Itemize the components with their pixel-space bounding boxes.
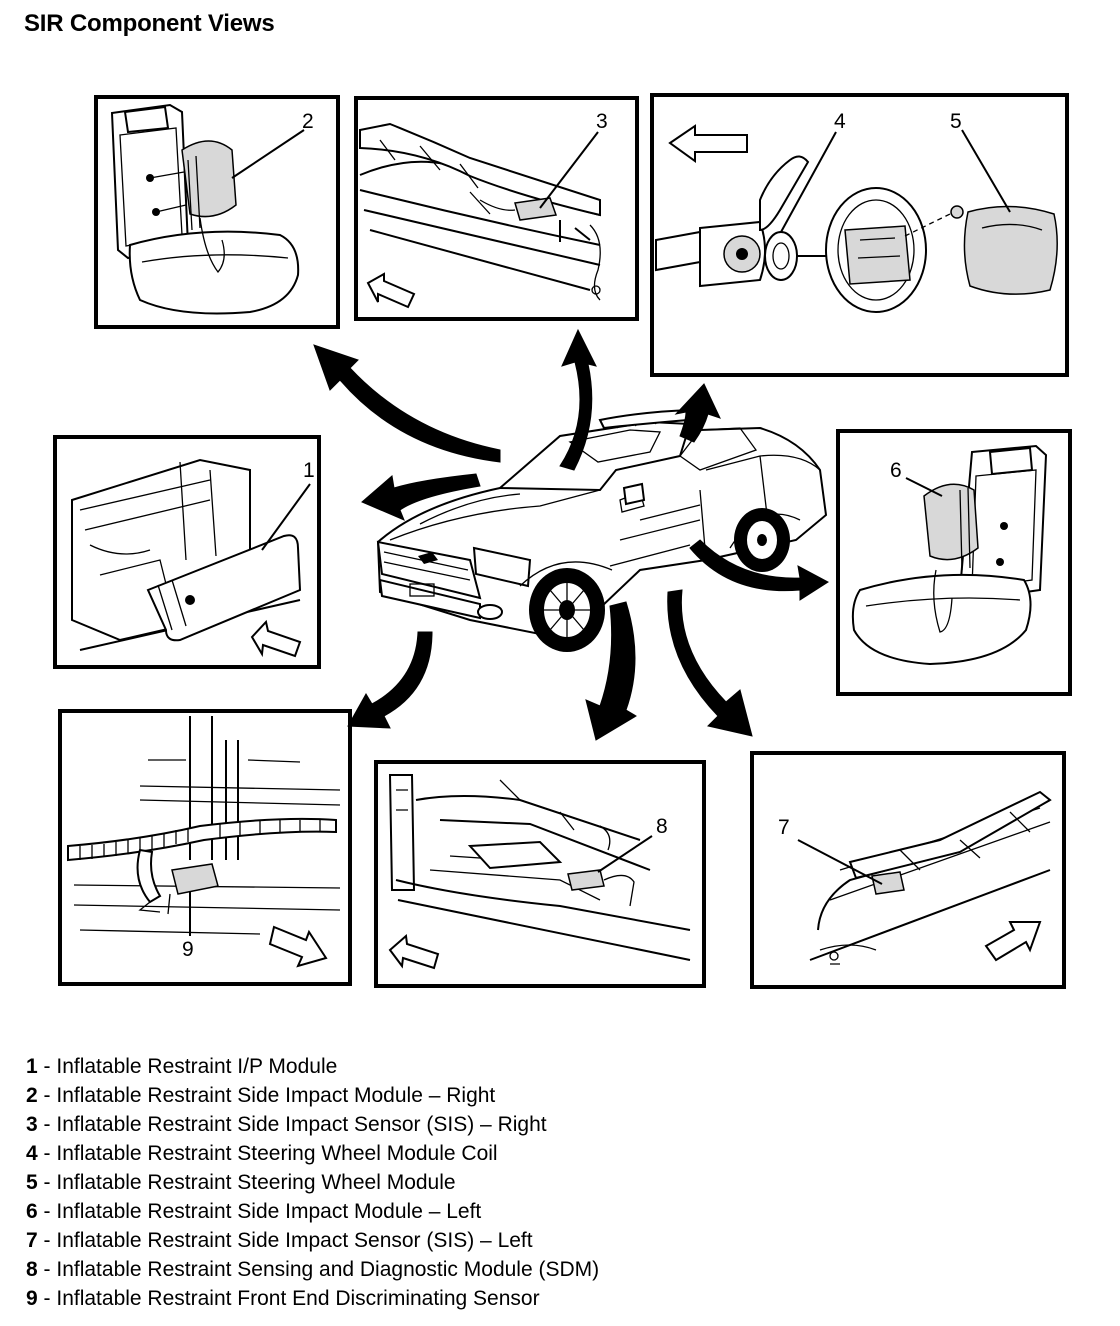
callout-1: 1 <box>303 459 315 482</box>
legend-item: 3 - Inflatable Restraint Side Impact Sen… <box>26 1113 547 1136</box>
panel-side-impact-module-right: 2 <box>94 95 340 329</box>
panel-steering-wheel-module: 4 5 <box>650 93 1069 377</box>
direction-arrow-icon <box>250 619 302 658</box>
callout-6: 6 <box>890 459 902 482</box>
callout-8: 8 <box>656 815 668 838</box>
direction-arrow-icon <box>984 921 1042 962</box>
panel-side-impact-sensor-left: 7 <box>750 751 1066 989</box>
legend-item: 9 - Inflatable Restraint Front End Discr… <box>26 1287 540 1310</box>
page-title: SIR Component Views <box>24 10 275 37</box>
legend-item: 8 - Inflatable Restraint Sensing and Dia… <box>26 1258 600 1281</box>
legend-item: 6 - Inflatable Restraint Side Impact Mod… <box>26 1200 482 1223</box>
legend-list: 1 - Inflatable Restraint I/P Module 2 - … <box>26 1052 599 1313</box>
pointer-arrows <box>313 328 829 741</box>
legend-item: 1 - Inflatable Restraint I/P Module <box>26 1055 338 1078</box>
callout-2: 2 <box>302 110 314 133</box>
legend-item: 5 - Inflatable Restraint Steering Wheel … <box>26 1171 456 1194</box>
direction-arrow-icon <box>268 925 328 968</box>
panel-front-end-sensor: 9 <box>58 709 352 986</box>
direction-arrow-icon <box>388 934 440 970</box>
direction-arrow-icon <box>366 272 416 309</box>
legend-item: 4 - Inflatable Restraint Steering Wheel … <box>26 1142 498 1165</box>
callout-4: 4 <box>834 110 846 133</box>
callout-9: 9 <box>182 938 194 961</box>
panel-side-impact-sensor-right: 3 <box>354 96 639 321</box>
panel-sdm: 8 <box>374 760 706 988</box>
panel-ip-module: 1 <box>53 435 321 669</box>
legend-item: 2 - Inflatable Restraint Side Impact Mod… <box>26 1084 496 1107</box>
callout-5: 5 <box>950 110 962 133</box>
callout-3: 3 <box>596 110 608 133</box>
callout-7: 7 <box>778 816 790 839</box>
legend-item: 7 - Inflatable Restraint Side Impact Sen… <box>26 1229 533 1252</box>
panel-side-impact-module-left: 6 <box>836 429 1072 696</box>
vehicle-illustration <box>376 408 828 652</box>
direction-arrow-icon <box>668 124 748 163</box>
